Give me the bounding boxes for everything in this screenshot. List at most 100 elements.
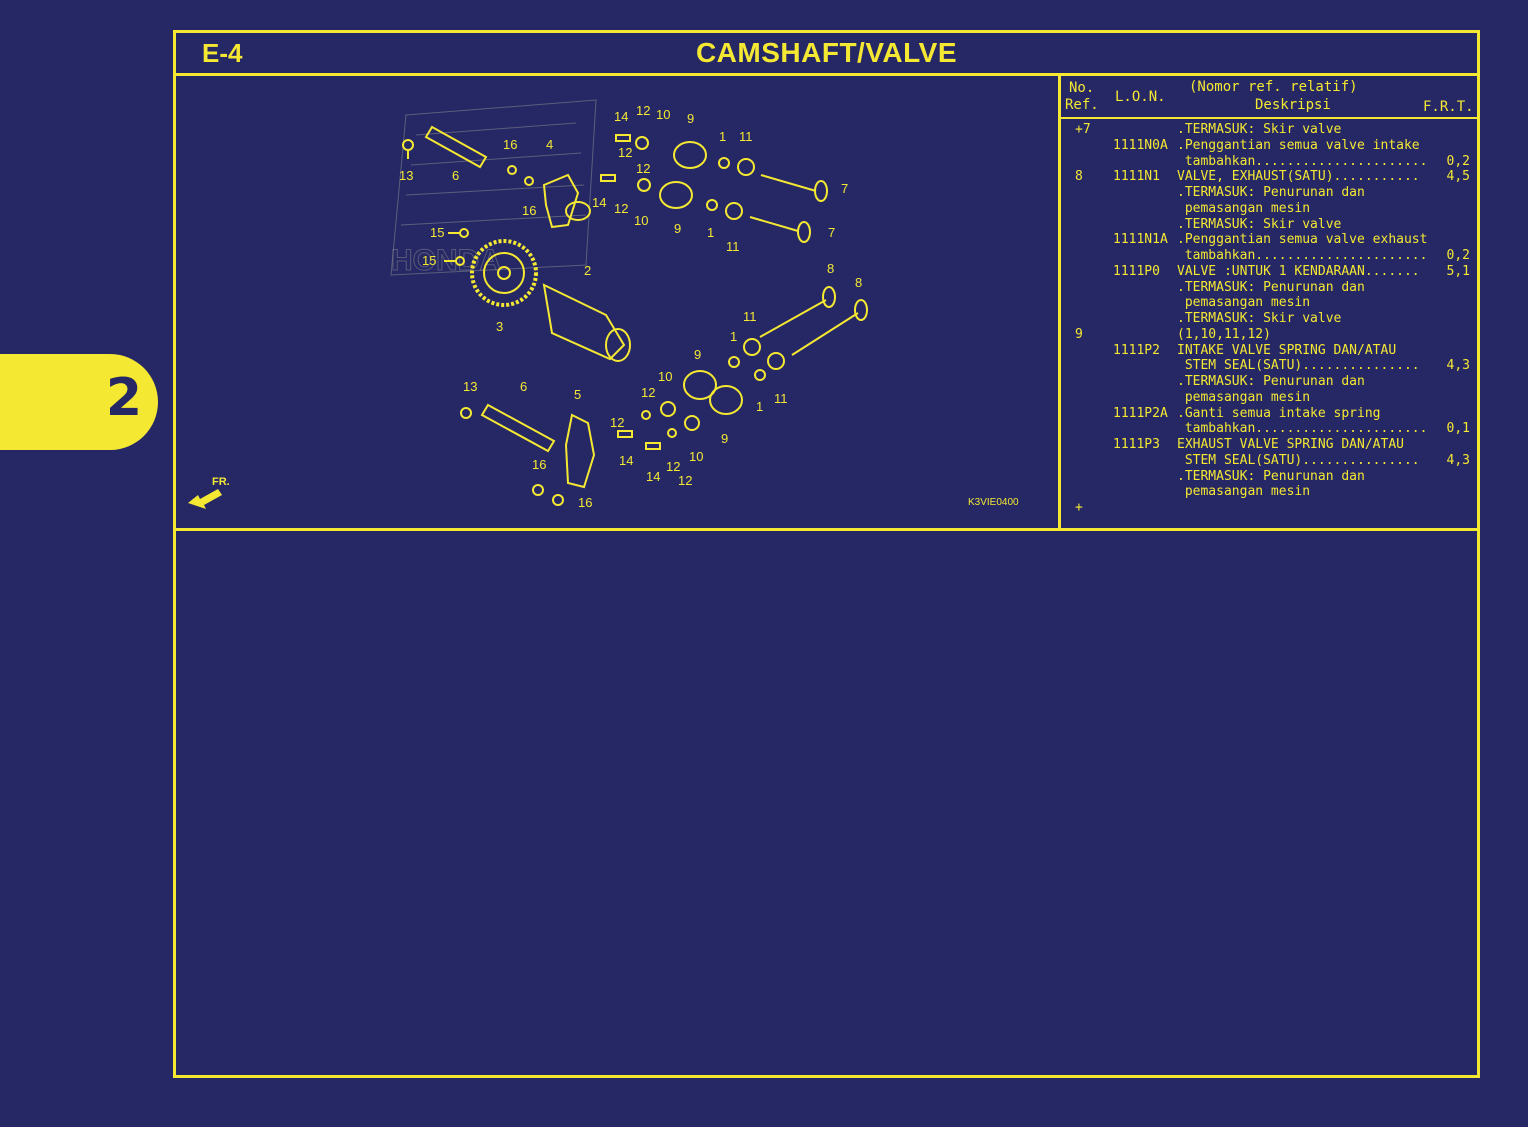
row-desc: .TERMASUK: Skir valve	[1177, 216, 1342, 232]
callout-label: 8	[855, 275, 862, 290]
table-row: .TERMASUK: Skir valve	[1061, 217, 1481, 233]
row-desc: pemasangan mesin	[1177, 484, 1311, 500]
callout-label: 9	[694, 347, 701, 362]
row-desc: EXHAUST VALVE SPRING DAN/ATAU	[1177, 437, 1404, 452]
table-row: tambahkan......................0,2	[1061, 248, 1481, 264]
table-row: .TERMASUK: Penurunan dan	[1061, 185, 1481, 201]
row-desc: .TERMASUK: Penurunan dan	[1177, 279, 1365, 295]
callout-label: 15	[430, 225, 444, 240]
header-desc-top: (Nomor ref. relatif)	[1189, 79, 1358, 95]
row-desc: .TERMASUK: Penurunan dan	[1177, 185, 1365, 200]
table-row: tambahkan......................0,1	[1061, 421, 1481, 437]
front-label: FR.	[212, 476, 230, 488]
row-desc: VALVE, EXHAUST(SATU)...........	[1177, 169, 1420, 185]
camshaft-assembly	[444, 228, 631, 362]
callout-label: 11	[739, 129, 753, 144]
parts-table: No. Ref. L.O.N. (Nomor ref. relatif) Des…	[1061, 75, 1480, 528]
callout-label: 12	[641, 385, 655, 400]
callout-label: 9	[674, 221, 681, 236]
table-row: pemasangan mesin	[1061, 295, 1481, 311]
row-frt: 5,1	[1446, 263, 1470, 279]
header-ref-top: No.	[1069, 80, 1095, 96]
callout-label: 14	[592, 195, 606, 210]
callout-label: 16	[578, 495, 592, 510]
table-row: 1111N0A.Penggantian semua valve intake	[1061, 138, 1481, 154]
callout-label: 1	[719, 129, 726, 144]
page-title: CAMSHAFT/VALVE	[695, 37, 958, 68]
callout-label: 12	[610, 415, 624, 430]
row-frt: 0,2	[1446, 248, 1470, 263]
header-ref-bottom: Ref.	[1065, 97, 1099, 113]
callout-label: 9	[721, 431, 728, 446]
row-desc: VALVE :UNTUK 1 KENDARAAN.......	[1177, 263, 1420, 279]
callout-label: 16	[522, 203, 536, 218]
row-desc: .Penggantian semua valve intake	[1177, 137, 1420, 153]
callout-label: 1	[707, 225, 714, 240]
row-desc: .TERMASUK: Penurunan dan	[1177, 468, 1365, 484]
callout-label: 12	[666, 459, 680, 474]
section-tab[interactable]: 2	[0, 354, 158, 450]
callout-label: 11	[774, 391, 788, 406]
callout-label: 14	[646, 469, 660, 484]
table-row: 1111P0 VALVE :UNTUK 1 KENDARAAN....... 5,1	[1061, 264, 1481, 280]
row-desc: .Ganti semua intake spring	[1177, 405, 1381, 421]
table-row: 1111P2A.Ganti semua intake spring	[1061, 406, 1481, 422]
background-emblem: HONDA	[390, 99, 597, 278]
callout-label: 10	[656, 107, 670, 122]
row-desc: tambahkan......................	[1177, 153, 1428, 169]
callout-label: 12	[678, 473, 692, 488]
row-desc: (1,10,11,12)	[1177, 326, 1271, 342]
callout-label: 8	[827, 261, 834, 276]
header-lon: L.O.N.	[1115, 89, 1166, 105]
table-row: +	[1061, 500, 1481, 516]
row-desc: .TERMASUK: Skir valve	[1177, 311, 1342, 326]
header-frt: F.R.T.	[1423, 99, 1474, 115]
table-row: .TERMASUK: Penurunan dan	[1061, 469, 1481, 485]
callout-label: 11	[726, 239, 740, 254]
row-lon: 1111P0	[1113, 263, 1160, 279]
table-row: .TERMASUK: Penurunan dan	[1061, 280, 1481, 296]
row-desc: STEM SEAL(SATU)...............	[1177, 452, 1420, 468]
row-lon: 1111N1A	[1113, 232, 1168, 248]
row-ref: 8	[1075, 169, 1083, 185]
parts-table-header: No. Ref. L.O.N. (Nomor ref. relatif) Des…	[1061, 75, 1480, 119]
section-tab-number: 2	[105, 368, 142, 428]
table-row: .TERMASUK: Penurunan dan	[1061, 374, 1481, 390]
callout-label: 12	[636, 103, 650, 118]
callout-label: 1	[756, 399, 763, 414]
callout-label: 4	[546, 137, 553, 152]
table-row: tambahkan...................... 0,2	[1061, 154, 1481, 170]
callout-label: 11	[743, 309, 757, 324]
callout-label: 2	[584, 263, 591, 278]
page-code: E-4	[202, 38, 243, 68]
table-row: pemasangan mesin	[1061, 484, 1481, 500]
table-row: +7.TERMASUK: Skir valve	[1061, 122, 1481, 138]
callout-label: 10	[658, 369, 672, 384]
row-frt: 4,3	[1446, 452, 1470, 468]
row-desc: .TERMASUK: Penurunan dan	[1177, 374, 1365, 389]
table-row: pemasangan mesin	[1061, 201, 1481, 217]
callout-label: 6	[520, 379, 527, 394]
callout-label: 13	[463, 379, 477, 394]
callout-label: 14	[614, 109, 628, 124]
callout-label: 10	[689, 449, 703, 464]
table-row: 1111N1A.Penggantian semua valve exhaust	[1061, 232, 1481, 248]
section-divider	[176, 528, 1477, 531]
row-frt: 0,2	[1446, 153, 1470, 169]
callout-labels: 14 12 10 9 1 11 16 4 13 6 12 12 14 12 10…	[399, 103, 862, 510]
diagram-svg: HONDA	[188, 99, 1019, 510]
row-ref: +	[1075, 500, 1083, 515]
callout-label: 10	[634, 213, 648, 228]
row-ref: +7	[1075, 122, 1091, 137]
exploded-parts-diagram: HONDA	[176, 75, 1058, 528]
callout-label: 14	[619, 453, 633, 468]
callout-label: 16	[532, 457, 546, 472]
callout-label: 1	[730, 329, 737, 344]
callout-label: 7	[828, 225, 835, 240]
row-frt: 0,1	[1446, 421, 1470, 437]
row-desc: INTAKE VALVE SPRING DAN/ATAU	[1177, 342, 1397, 358]
row-desc: pemasangan mesin	[1177, 389, 1311, 405]
table-row: pemasangan mesin	[1061, 390, 1481, 406]
